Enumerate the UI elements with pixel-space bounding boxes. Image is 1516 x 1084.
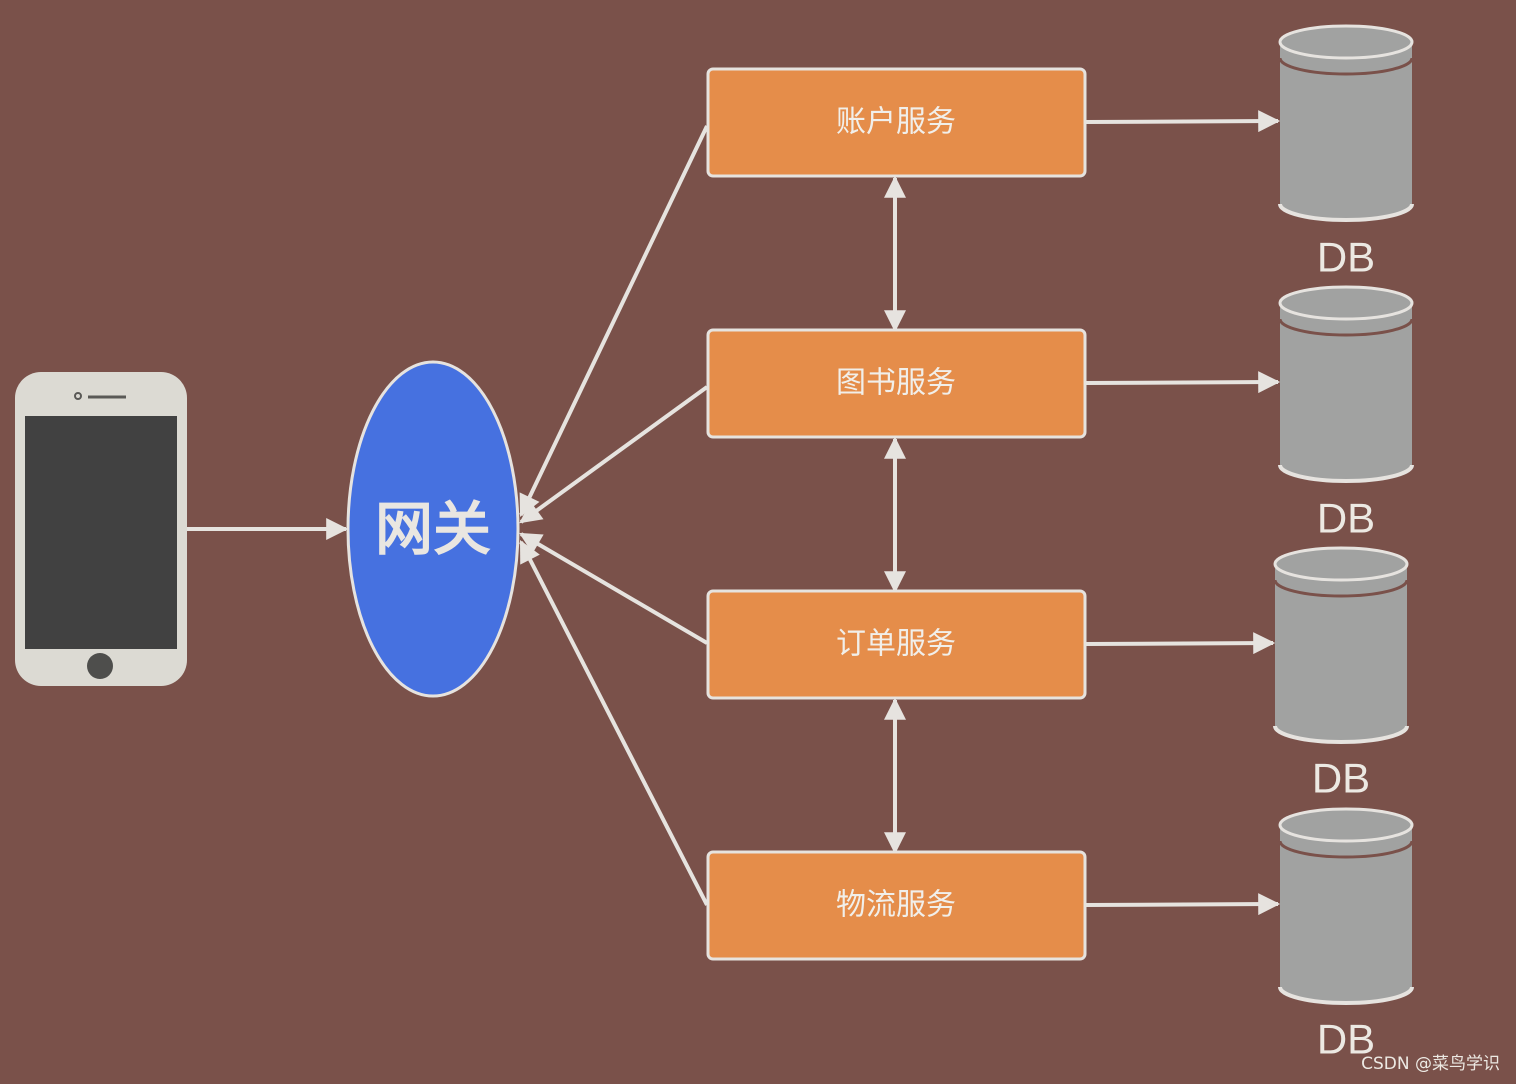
gateway-node: 网关 [346, 360, 520, 698]
database-icon: DB [1273, 546, 1409, 802]
watermark: CSDN @菜鸟学识 [1361, 1054, 1500, 1074]
edge-order-to-db [1085, 632, 1276, 655]
db-label: DB [1317, 1016, 1375, 1063]
database-icon: DB [1278, 285, 1414, 542]
database-icon: DB [1278, 24, 1414, 281]
db-label: DB [1312, 755, 1370, 802]
service-logistics: 物流服务 [706, 850, 1087, 961]
smartphone-icon [15, 372, 187, 686]
edge-account-to-db [1085, 110, 1281, 133]
service-label: 订单服务 [836, 627, 956, 662]
db-label: DB [1317, 495, 1375, 542]
edge-order-to-gateway [519, 532, 709, 645]
edge-account-to-gateway [519, 125, 709, 517]
service-label: 账户服务 [836, 105, 956, 140]
service-book: 图书服务 [706, 328, 1087, 439]
db-label: DB [1317, 234, 1375, 281]
edge-book-to-gateway [519, 385, 709, 524]
database-icon: DB [1278, 807, 1414, 1063]
service-label: 图书服务 [836, 366, 956, 401]
service-account: 账户服务 [706, 67, 1087, 178]
edge-book-to-db [1085, 371, 1281, 394]
edge-logistics-to-db [1085, 893, 1281, 916]
gateway-label: 网关 [375, 495, 491, 563]
edge-logistics-to-gateway [519, 540, 709, 906]
service-order: 订单服务 [706, 589, 1087, 700]
service-label: 物流服务 [836, 888, 956, 923]
